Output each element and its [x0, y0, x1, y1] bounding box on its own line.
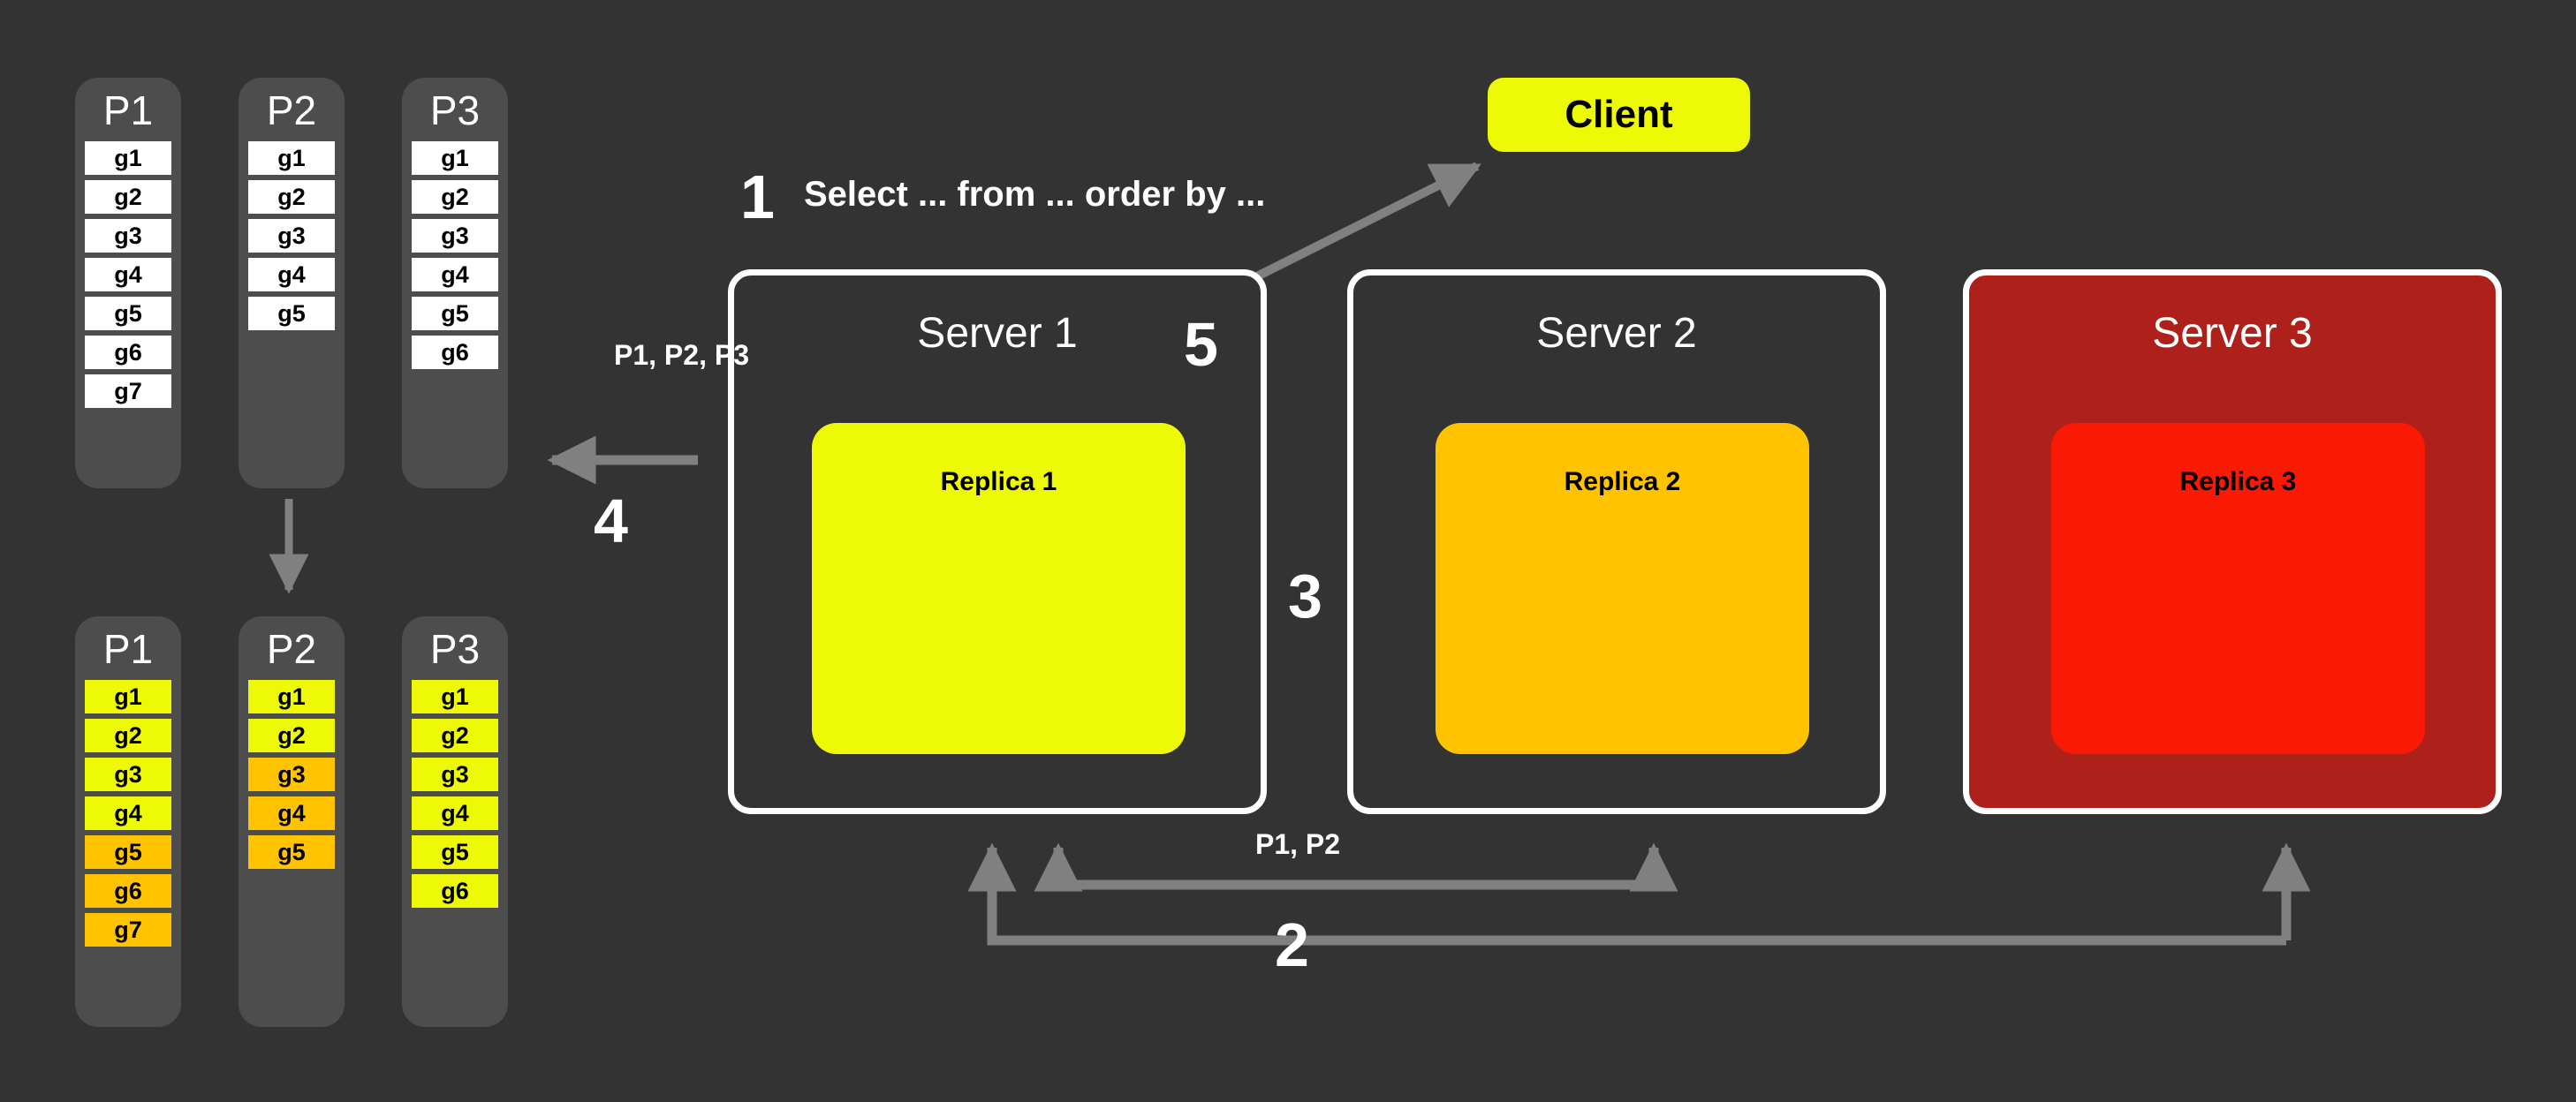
partition-cell: g3	[412, 758, 498, 791]
partition-cell: g1	[412, 141, 498, 175]
partition-title: P1	[102, 87, 154, 133]
partition-cell: g3	[85, 758, 171, 791]
partition-cell: g2	[248, 180, 335, 214]
partition-cell: g4	[248, 258, 335, 291]
partition-title: P1	[102, 626, 154, 672]
server-title: Server 2	[1536, 310, 1697, 357]
partition-cell: g1	[412, 680, 498, 713]
label-p1-p2: P1, P2	[1255, 828, 1341, 860]
partition-cell: g1	[248, 141, 335, 175]
partition-title: P2	[266, 626, 317, 672]
partition-cell: g4	[85, 258, 171, 291]
partition-cell: g7	[85, 913, 171, 947]
partition-cell: g2	[85, 180, 171, 214]
partition-top-p2: P2 g1 g2 g3 g4 g5	[239, 78, 345, 488]
partition-title: P3	[429, 626, 481, 672]
replica-label: Replica 3	[2179, 467, 2297, 496]
partition-cells: g1 g2 g3 g4 g5 g6 g7	[85, 680, 171, 947]
partition-cells: g1 g2 g3 g4 g5 g6 g7	[85, 141, 171, 408]
query-text: Select ... from ... order by ...	[804, 175, 1266, 214]
partition-cells: g1 g2 g3 g4 g5 g6	[412, 680, 498, 908]
replica-1: Replica 1	[812, 423, 1186, 754]
server-title: Server 3	[2152, 310, 2313, 357]
partition-cell: g3	[85, 219, 171, 253]
partition-cell: g2	[412, 719, 498, 752]
partition-cell: g6	[412, 874, 498, 908]
partition-cells: g1 g2 g3 g4 g5	[248, 141, 335, 330]
partition-cell: g4	[412, 258, 498, 291]
partition-cells: g1 g2 g3 g4 g5	[248, 680, 335, 869]
partition-cell: g1	[85, 141, 171, 175]
partition-cell: g6	[85, 336, 171, 369]
server-2: Server 2 Replica 2	[1347, 269, 1886, 814]
step-4-number: 4	[594, 487, 628, 555]
partition-cell: g5	[412, 835, 498, 869]
arrow-step2-server3-to-server1	[967, 842, 2311, 946]
partition-top-p1: P1 g1 g2 g3 g4 g5 g6 g7	[75, 78, 181, 488]
replica-label: Replica 2	[1564, 467, 1681, 496]
server-title: Server 1	[917, 310, 1078, 357]
partition-cell: g4	[412, 796, 498, 830]
partition-bottom-p1: P1 g1 g2 g3 g4 g5 g6 g7	[75, 616, 181, 1027]
partition-cell: g5	[85, 297, 171, 330]
partition-title: P3	[429, 87, 481, 133]
partition-cell: g6	[85, 874, 171, 908]
partition-title: P2	[266, 87, 317, 133]
partition-cell: g1	[248, 680, 335, 713]
partition-bottom-p2: P2 g1 g2 g3 g4 g5	[239, 616, 345, 1027]
partition-cell: g5	[412, 297, 498, 330]
step-5-number: 5	[1184, 310, 1218, 379]
client-label: Client	[1565, 93, 1673, 136]
partition-cell: g2	[412, 180, 498, 214]
partition-cell: g2	[248, 719, 335, 752]
partition-cell: g5	[248, 297, 335, 330]
replica-2: Replica 2	[1436, 423, 1809, 754]
replica-label: Replica 1	[940, 467, 1057, 496]
label-p1-p2-p3: P1, P2, P3	[614, 339, 749, 371]
partition-cell: g6	[412, 336, 498, 369]
client-node[interactable]: Client	[1488, 78, 1750, 152]
partition-cell: g3	[412, 219, 498, 253]
arrow-p1p2-server2-to-server1	[1034, 842, 1678, 892]
partition-cell: g7	[85, 374, 171, 408]
partition-cell: g2	[85, 719, 171, 752]
partition-top-p3: P3 g1 g2 g3 g4 g5 g6	[402, 78, 508, 488]
partition-cell: g5	[248, 835, 335, 869]
partition-cell: g4	[85, 796, 171, 830]
partition-cell: g4	[248, 796, 335, 830]
replica-3: Replica 3	[2051, 423, 2425, 754]
partition-bottom-p3: P3 g1 g2 g3 g4 g5 g6	[402, 616, 508, 1027]
partition-cell: g3	[248, 758, 335, 791]
partition-cells: g1 g2 g3 g4 g5 g6	[412, 141, 498, 369]
partition-cell: g3	[248, 219, 335, 253]
step-3-number: 3	[1288, 562, 1322, 630]
server-3: Server 3 Replica 3	[1963, 269, 2502, 814]
step-1-number: 1	[740, 162, 775, 231]
step-2-number: 2	[1275, 910, 1309, 979]
partition-cell: g1	[85, 680, 171, 713]
partition-cell: g5	[85, 835, 171, 869]
server-1: Server 1 Replica 1	[728, 269, 1267, 814]
